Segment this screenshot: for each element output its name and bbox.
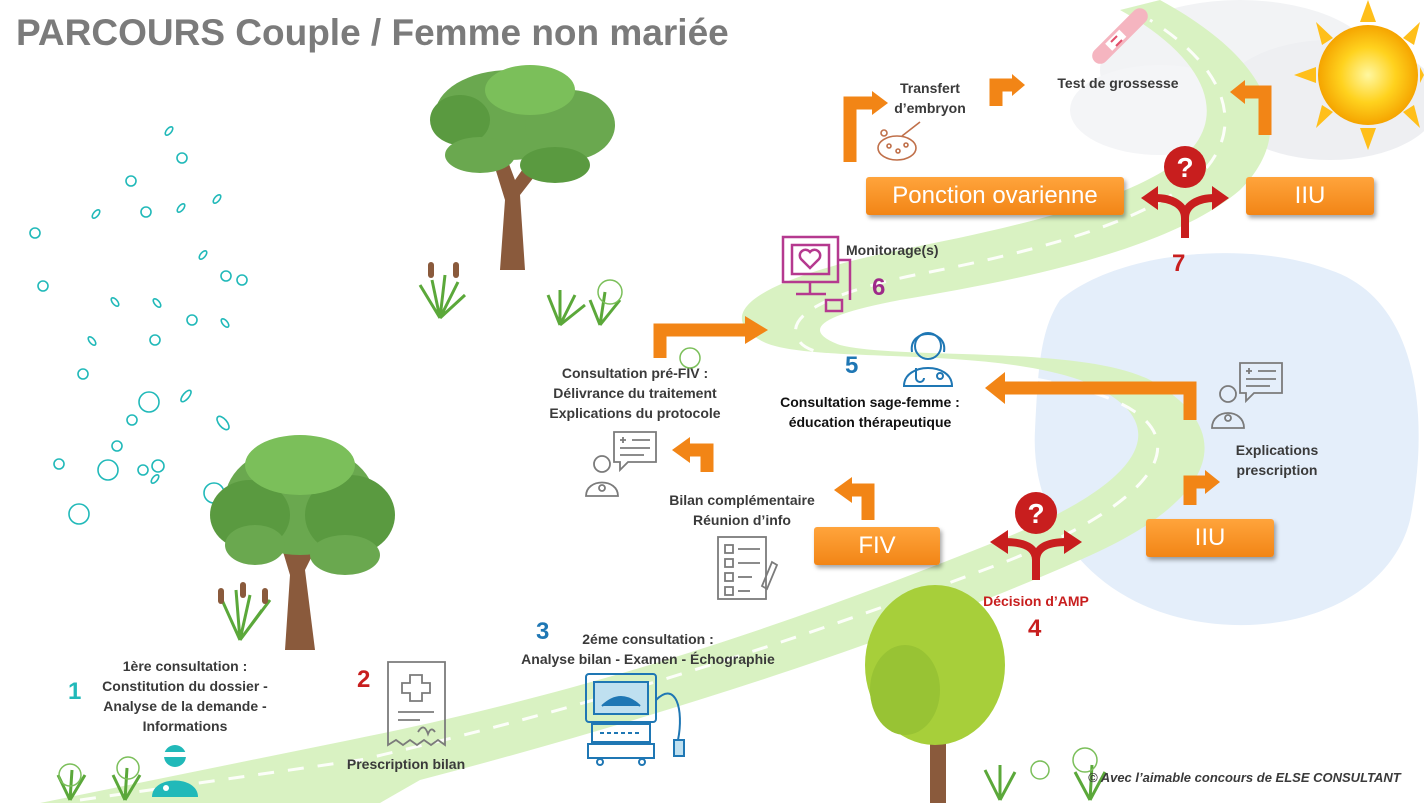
sun-icon: [1294, 0, 1424, 150]
step-1-line: Analyse de la demande -: [103, 698, 267, 714]
checklist-icon: [717, 536, 779, 600]
monitor-heart-icon: [781, 235, 852, 313]
path-arrowheads: [672, 74, 1245, 503]
step-1-line: 1ère consultation :: [122, 658, 248, 674]
bubbles-decoration: [29, 126, 248, 525]
step-1-number: 1: [68, 678, 82, 705]
step-1-label: 1ère consultation : Constitution du doss…: [95, 656, 275, 736]
prefiv-label: Consultation pré-FIV : Délivrance du tra…: [540, 363, 730, 423]
dandelion-decoration: [58, 279, 1098, 787]
step-5-label: Consultation sage-femme : éducation thér…: [770, 392, 970, 432]
iiu-lower-button[interactable]: IIU: [1146, 519, 1274, 557]
step-3-number: 3: [536, 618, 550, 645]
step-4-number: 4: [1028, 615, 1042, 642]
transfert-line: Transfert: [900, 80, 960, 96]
pregnancy-test-icon: [1092, 8, 1148, 64]
doctor-icon: [152, 745, 198, 797]
test-grossesse-label: Test de grossesse: [1057, 75, 1179, 91]
teleconsult-icon: [1211, 362, 1283, 429]
step-1-line: Informations: [142, 718, 228, 734]
svg-text:?: ?: [1027, 498, 1044, 529]
decision-question-icon: ?: [990, 492, 1082, 580]
step-2-number: 2: [357, 666, 371, 693]
fiv-button[interactable]: FIV: [814, 527, 940, 565]
bilan-line: Bilan complémentaire: [669, 492, 815, 508]
step-6-label: Monitorage(s): [846, 242, 939, 258]
prefiv-line: Consultation pré-FIV :: [561, 365, 709, 381]
bilan-label: Bilan complémentaire Réunion d’info: [660, 490, 824, 530]
step-3-line: Analyse bilan - Examen - Échographie: [521, 651, 775, 667]
tree-icon: [210, 435, 395, 650]
step-3-label: 2éme consultation : Analyse bilan - Exam…: [510, 629, 786, 669]
tree-icon: [430, 65, 615, 270]
prescription-icon: [387, 661, 446, 747]
step-5-line: Consultation sage-femme :: [780, 394, 960, 410]
svg-text:?: ?: [1176, 152, 1193, 183]
page-title: PARCOURS Couple / Femme non mariée: [16, 12, 729, 53]
step-4-label: Décision d’AMP: [983, 593, 1089, 609]
transfert-label: Transfert d’embryon: [880, 78, 980, 118]
credit-note: © Avec l’aimable concours de ELSE CONSUL…: [1088, 770, 1401, 785]
petri-dish-icon: [877, 121, 921, 161]
prefiv-line: Délivrance du traitement: [553, 385, 717, 401]
step-5-number: 5: [845, 352, 859, 379]
explications-line: prescription: [1236, 462, 1318, 478]
midwife-icon: [902, 332, 954, 387]
prefiv-line: Explications du protocole: [549, 405, 721, 421]
cattail-decoration: [218, 262, 459, 604]
grass-icon: [56, 274, 1107, 801]
step-5-line: éducation thérapeutique: [788, 414, 952, 430]
ponction-ovarienne-button[interactable]: Ponction ovarienne: [866, 177, 1124, 215]
transfert-line: d’embryon: [894, 100, 966, 116]
step-7-number: 7: [1172, 250, 1186, 277]
teleconsult-icon: [585, 431, 657, 497]
step-6-number: 6: [872, 274, 886, 301]
tree-icon: [865, 585, 1005, 803]
step-2-label: Prescription bilan: [346, 756, 466, 772]
explications-line: Explications: [1235, 442, 1319, 458]
step-3-line: 2éme consultation :: [582, 631, 714, 647]
iiu-upper-button[interactable]: IIU: [1246, 177, 1374, 215]
ultrasound-machine-icon: [585, 673, 685, 766]
path-arrows: [653, 78, 1272, 520]
bilan-line: Réunion d’info: [693, 512, 791, 528]
decision-question-icon: ?: [1141, 146, 1229, 238]
step-1-line: Constitution du dossier -: [102, 678, 268, 694]
explications-label: Explications prescription: [1222, 440, 1332, 480]
